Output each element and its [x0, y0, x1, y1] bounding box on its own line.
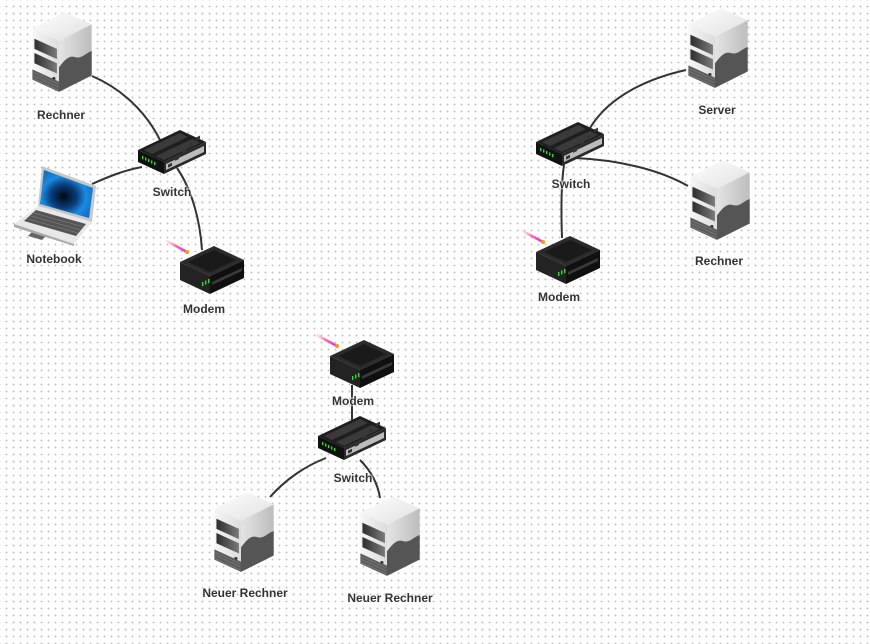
node-label: Notebook — [26, 252, 82, 266]
edge-n1-rechner-switch[interactable] — [91, 75, 161, 141]
laptop-icon[interactable] — [12, 166, 98, 246]
node-label: Neuer Rechner — [347, 591, 433, 605]
edge-n2-switch-modem[interactable] — [560, 164, 565, 239]
node-label: Switch — [333, 471, 373, 485]
modem-icon[interactable] — [314, 332, 396, 390]
node-label: Neuer Rechner — [202, 586, 288, 600]
edge-n1-notebook-switch[interactable] — [91, 166, 143, 185]
node-label: Modem — [183, 302, 225, 316]
modem-icon[interactable] — [520, 228, 602, 286]
server-tower-icon[interactable] — [682, 154, 754, 246]
node-label: Rechner — [694, 254, 744, 268]
edge-n2-switch-rechner[interactable] — [574, 157, 689, 187]
server-tower-icon[interactable] — [206, 486, 278, 578]
server-tower-icon[interactable] — [680, 2, 752, 94]
server-tower-icon[interactable] — [352, 490, 424, 582]
switch-icon[interactable] — [316, 412, 388, 464]
edge-n3-switch-rechner-a[interactable] — [269, 457, 327, 498]
edge-n2-switch-server[interactable] — [589, 69, 687, 129]
node-label: Switch — [152, 185, 192, 199]
node-label: Modem — [538, 290, 580, 304]
edge-n3-switch-rechner-b[interactable] — [359, 459, 381, 499]
node-label: Switch — [551, 177, 591, 191]
node-label: Rechner — [36, 108, 86, 122]
switch-icon[interactable] — [136, 126, 208, 178]
edge-n1-switch-modem[interactable] — [176, 167, 203, 251]
server-tower-icon[interactable] — [24, 6, 96, 98]
modem-icon[interactable] — [164, 238, 246, 296]
node-label: Modem — [332, 394, 374, 408]
node-label: Server — [698, 103, 736, 117]
switch-icon[interactable] — [534, 118, 606, 170]
